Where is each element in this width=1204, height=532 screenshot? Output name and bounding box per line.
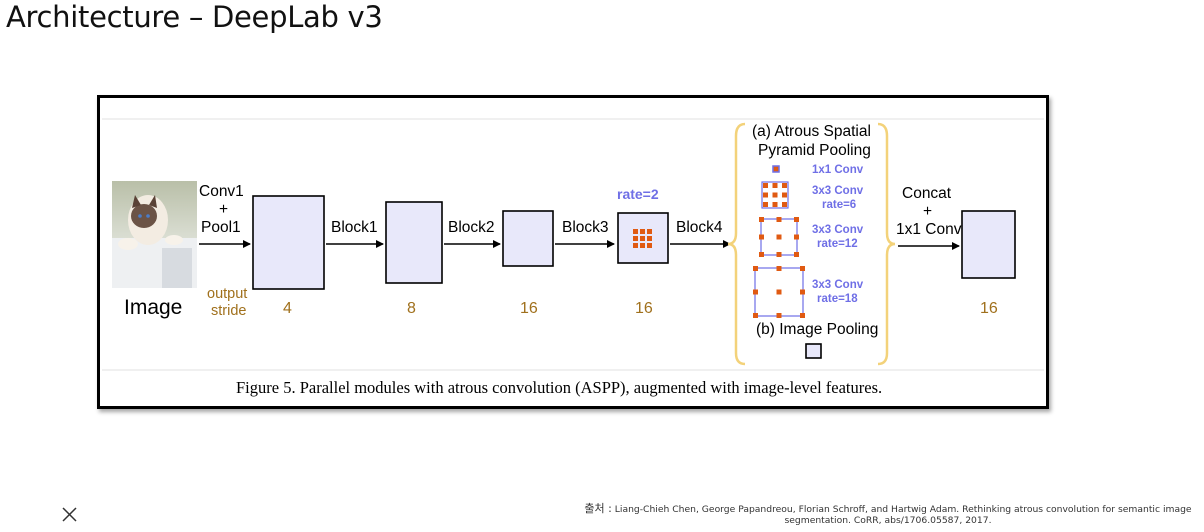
- feature-map-3: [502, 210, 554, 267]
- source-text: Liang-Chieh Chen, George Papandreou, Flo…: [614, 504, 1192, 526]
- close-icon[interactable]: [60, 505, 80, 525]
- concat-label-line-2: +: [923, 203, 932, 220]
- stride-label-4: 16: [635, 300, 653, 317]
- stem-label-line-3: Pool1: [201, 219, 241, 236]
- image-pooling-label: (b) Image Pooling: [756, 321, 878, 338]
- input-label: Image: [124, 296, 182, 319]
- slide-title: Architecture – DeepLab v3: [6, 0, 383, 34]
- stride-label-1: 4: [283, 300, 292, 317]
- aspp-title-line-2: Pyramid Pooling: [758, 142, 871, 159]
- stem-label-line-1: Conv1: [199, 183, 244, 200]
- left-brace: [727, 122, 746, 366]
- stride-label-3: 16: [520, 300, 538, 317]
- concat-label-line-3: 1x1 Conv: [896, 221, 962, 238]
- conv1x1-kernel: [772, 165, 780, 173]
- right-brace: [877, 122, 896, 366]
- block3-label: Block3: [562, 219, 609, 236]
- feature-map-1: [252, 195, 325, 290]
- aspp-branch-3-label-2: rate=12: [817, 238, 858, 250]
- concat-label-line-1: Concat: [902, 185, 952, 202]
- feature-map-2: [385, 201, 443, 284]
- output-stride-line-2: stride: [211, 303, 246, 319]
- aspp-branch-2-label-1: 3x3 Conv: [812, 185, 864, 197]
- output-stride-line-1: output: [207, 286, 247, 302]
- figure-caption: Figure 5. Parallel modules with atrous c…: [236, 378, 882, 397]
- atrous-kernel-rate12: [759, 217, 799, 257]
- rate-2-label: rate=2: [617, 186, 659, 202]
- image-pooling-box: [805, 343, 822, 359]
- stem-label-line-2: +: [219, 201, 228, 218]
- aspp-branch-4-label-2: rate=18: [817, 293, 858, 305]
- aspp-title-line-1: (a) Atrous Spatial: [752, 123, 871, 140]
- aspp-diagram: Image Conv1 + Pool1 output stride 4 Bloc…: [102, 118, 1044, 397]
- block1-label: Block1: [331, 219, 378, 236]
- block2-label: Block2: [448, 219, 495, 236]
- output-feature-map: [961, 210, 1016, 279]
- atrous-kernel-rate6: [761, 181, 789, 209]
- aspp-branch-1-label: 1x1 Conv: [812, 164, 864, 176]
- source-citation: 출처 : Liang-Chieh Chen, George Papandreou…: [576, 503, 1200, 526]
- figure-frame: Image Conv1 + Pool1 output stride 4 Bloc…: [97, 95, 1049, 409]
- atrous-kernel-rate2: [633, 229, 652, 248]
- aspp-branch-4-label-1: 3x3 Conv: [812, 279, 864, 291]
- source-prefix: 출처 :: [584, 502, 612, 515]
- atrous-kernel-rate18: [753, 266, 805, 318]
- aspp-branch-3-label-1: 3x3 Conv: [812, 224, 864, 236]
- aspp-branch-2-label-2: rate=6: [822, 199, 856, 211]
- input-image: [112, 181, 197, 288]
- block4-label: Block4: [676, 219, 723, 236]
- stride-label-2: 8: [407, 300, 416, 317]
- output-stride-label: 16: [980, 300, 998, 317]
